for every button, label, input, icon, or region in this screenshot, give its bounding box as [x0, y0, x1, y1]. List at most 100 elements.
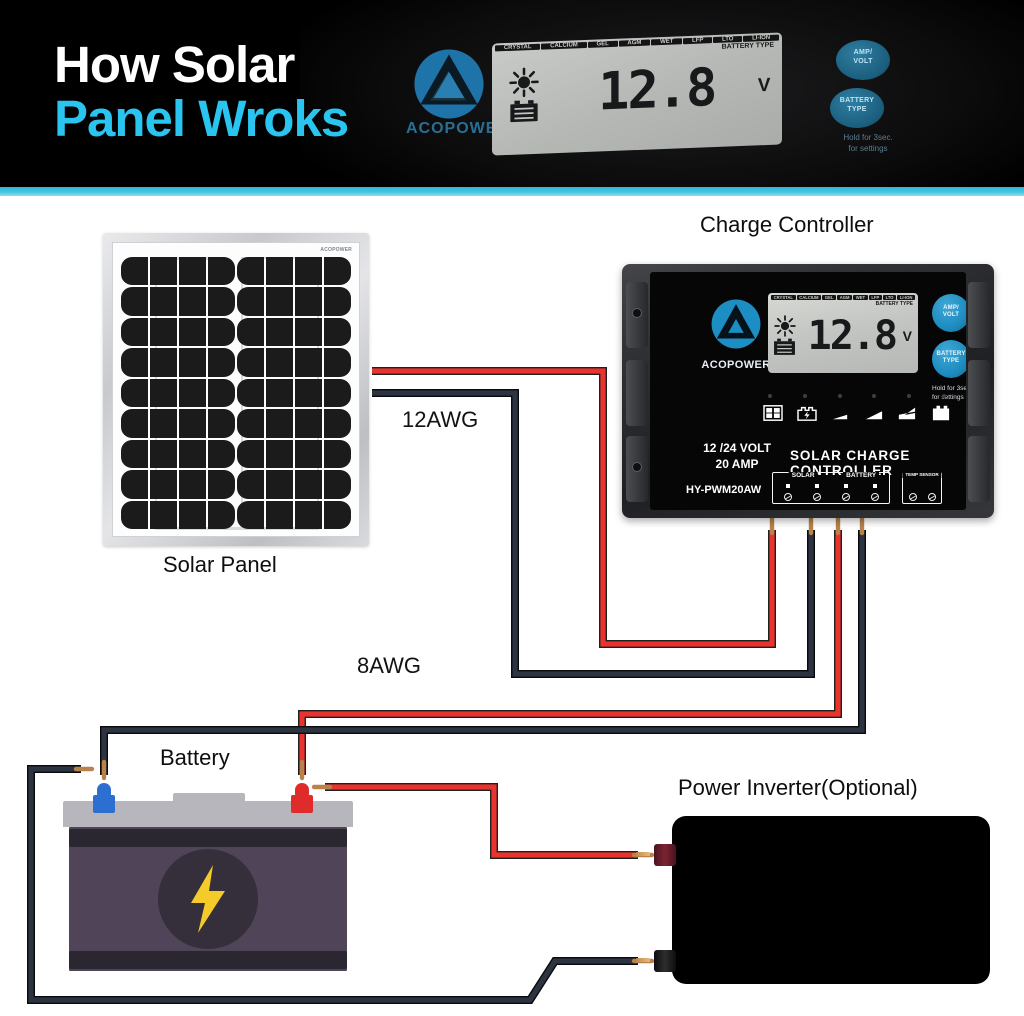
controller-battery-type-button[interactable]: BATTERY TYPE [932, 340, 966, 378]
controller-lcd-voltage-unit: V [902, 327, 912, 344]
battery-case [69, 827, 347, 971]
controller-settings-hint: Hold for 3sec. for settings [932, 384, 966, 403]
solar-panel-icon [763, 405, 783, 421]
rating-amperage: 20 AMP [715, 457, 759, 472]
header-settings-hint: Hold for 3sec. for settings [822, 132, 914, 154]
terminal-indicator [785, 484, 790, 488]
header-battery-type-button[interactable]: BATTERY TYPE [830, 88, 884, 128]
terminal-screw[interactable] [812, 493, 821, 501]
solar-cell [179, 409, 206, 438]
header-acopower-logo: ACOPOWER [388, 48, 528, 152]
solar-cell-grid [121, 257, 351, 529]
title-line-1: How Solar [54, 36, 295, 93]
header-battery-type-line1: BATTERY [839, 97, 875, 104]
solar-cell [266, 439, 293, 469]
solar-cell [121, 378, 148, 408]
terminal-indicator-row [773, 484, 889, 488]
solar-cell [179, 348, 206, 377]
controller-amp-volt-button[interactable]: AMP/ VOLT [932, 294, 966, 332]
terminal-screw-row[interactable] [773, 493, 889, 501]
mounting-ear [968, 436, 990, 502]
terminal-label-temp-sensor: TEMP SENSOR [902, 472, 942, 478]
solar-cell [324, 409, 351, 438]
header-hint-line1: Hold for 3sec. [843, 133, 893, 142]
terminal-screw-row[interactable] [903, 493, 941, 501]
controller-button-cluster: AMP/ VOLT BATTERY TYPE Hold for 3sec. fo… [932, 294, 966, 403]
terminal-indicator [814, 484, 819, 488]
solar-cell [121, 317, 148, 347]
status-led [907, 394, 912, 398]
solar-cell [237, 287, 264, 316]
solar-cell [237, 257, 264, 286]
solar-cell [295, 378, 322, 408]
solar-cell [179, 317, 206, 347]
solar-cell [266, 409, 293, 438]
solar-cell [324, 287, 351, 316]
terminal-screw[interactable] [841, 493, 850, 501]
battery-full-icon [932, 405, 950, 421]
solar-cell [179, 500, 206, 529]
lcd-battery-type-chip: AGM [618, 39, 651, 47]
solar-cell [150, 500, 177, 529]
amp-volt-line1: AMP/ [943, 305, 959, 311]
solar-cell [237, 470, 264, 499]
solar-cell [295, 409, 322, 438]
header-brand-wordmark: ACOPOWER [406, 120, 510, 137]
battery-label: Battery [160, 745, 230, 770]
solar-cell [324, 500, 351, 529]
controller-lcd-voltage-value: 12.8 [807, 312, 898, 359]
lcd-battery-type-chip: CRYSTAL [771, 295, 796, 300]
solar-cell [208, 317, 235, 347]
solar-cell [121, 409, 148, 438]
solar-cell [150, 439, 177, 469]
header-lcd-voltage-unit: V [757, 74, 771, 97]
terminal-label-solar: SOLAR [788, 472, 818, 481]
solar-cell [324, 470, 351, 499]
hint-line1: Hold for 3sec. [932, 385, 966, 392]
solar-cell [266, 348, 293, 377]
battery-band [69, 951, 347, 969]
charge-controller-label: Charge Controller [700, 212, 874, 237]
solar-panel-module: ACOPOWER [103, 233, 369, 546]
solar-cell [237, 378, 264, 408]
terminal-screw[interactable] [927, 493, 936, 501]
mounting-hole [632, 462, 642, 472]
terminal-screw[interactable] [783, 493, 792, 501]
solar-cell [208, 409, 235, 438]
lcd-battery-type-chip: CALCIUM [796, 295, 822, 300]
solar-cell [121, 439, 148, 469]
solar-cell [295, 439, 322, 469]
terminal-screw[interactable] [908, 493, 917, 501]
header-button-cluster: AMP/ VOLT BATTERY TYPE Hold for 3sec. fo… [822, 40, 912, 172]
battery-negative-terminal [93, 783, 115, 813]
header-amp-volt-line1: AMP/ [853, 49, 873, 56]
solar-cell [266, 257, 293, 286]
power-inverter-label: Power Inverter(Optional) [678, 775, 918, 800]
lcd-battery-type-chip: LTO [882, 295, 897, 300]
solar-cell [295, 257, 322, 286]
battery-level-1-icon [832, 414, 848, 420]
inverter-negative-post [636, 950, 676, 972]
inverter-positive-post [636, 844, 676, 866]
sun-icon [509, 67, 539, 98]
terminal-block-temp-sensor[interactable]: TEMP SENSOR [902, 472, 942, 504]
header-amp-volt-button[interactable]: AMP/ VOLT [836, 40, 890, 80]
lcd-battery-type-chip: LFP [868, 295, 882, 300]
lightning-bolt-icon [191, 865, 225, 933]
terminal-screw[interactable] [870, 493, 879, 501]
rating-voltage: 12 /24 VOLT [703, 441, 771, 455]
lcd-battery-type-chip: LFP [683, 37, 713, 45]
solar-cell [324, 257, 351, 286]
solar-cell [179, 439, 206, 469]
controller-brand-wordmark: ACOPOWER [701, 359, 771, 371]
hint-line2: for settings [932, 394, 964, 402]
controller-lcd-battery-type-label: BATTERY TYPE [875, 301, 913, 307]
solar-cell [266, 470, 293, 499]
battery-icon [774, 338, 795, 355]
terminal-block-solar-battery[interactable]: SOLAR BATTERY [772, 472, 890, 504]
status-led [768, 394, 772, 398]
power-inverter-device [636, 816, 990, 984]
solar-panel-brand-label: ACOPOWER [320, 247, 352, 253]
